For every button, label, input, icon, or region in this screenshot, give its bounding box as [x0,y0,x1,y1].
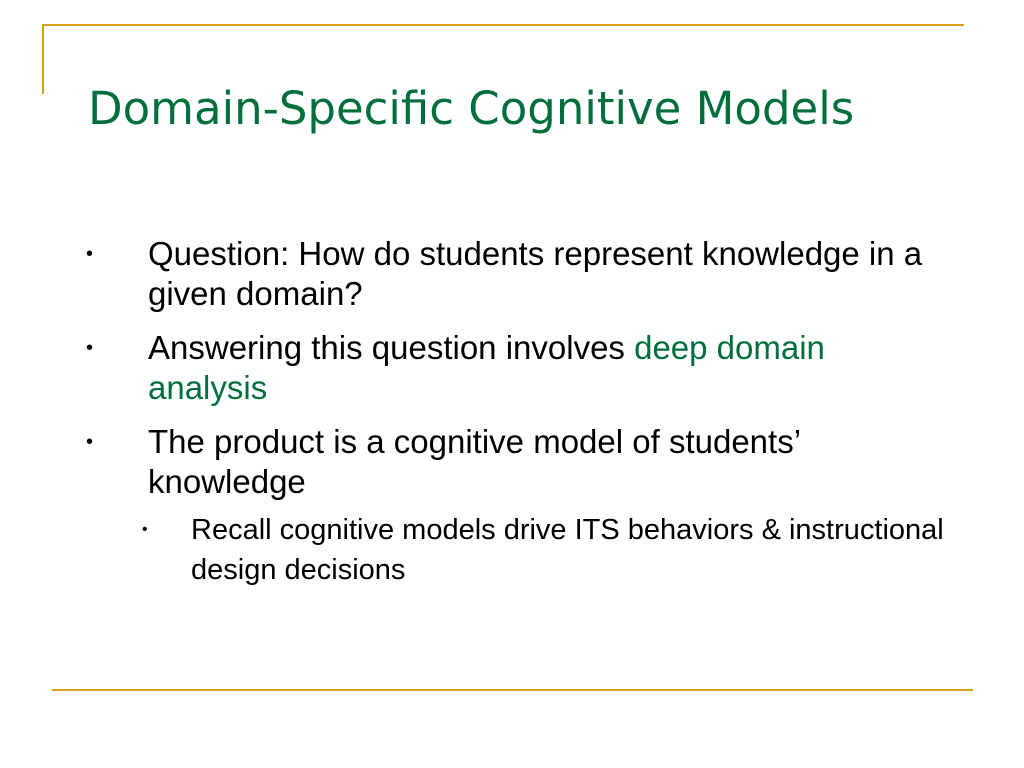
highlighted-phrase: deep domain analysis [148,329,825,406]
bullet-text: Answering this question involves [148,329,635,366]
bullet-item-product: • The product is a cognitive model of st… [86,422,946,502]
sub-bullet-text: Recall cognitive models drive ITS behavi… [191,514,944,586]
bullet-text: The product is a cognitive model of stud… [148,423,800,500]
bullet-dot-icon: • [86,431,94,453]
bullet-item-answering: • Answering this question involves deep … [86,328,946,408]
sub-bullet-item-recall: • Recall cognitive models drive ITS beha… [86,510,946,590]
frame-left-line [42,24,44,94]
bullet-item-question: • Question: How do students represent kn… [86,234,946,314]
bullet-list: • Question: How do students represent kn… [86,234,946,590]
sub-bullet-dot-icon: • [142,521,148,538]
bullet-dot-icon: • [86,243,94,265]
frame-top-line [42,24,964,26]
bullet-dot-icon: • [86,337,94,359]
frame-bottom-line [52,689,973,691]
bullet-text: Question: How do students represent know… [148,235,923,312]
slide-title: Domain-Specific Cognitive Models [88,82,855,135]
